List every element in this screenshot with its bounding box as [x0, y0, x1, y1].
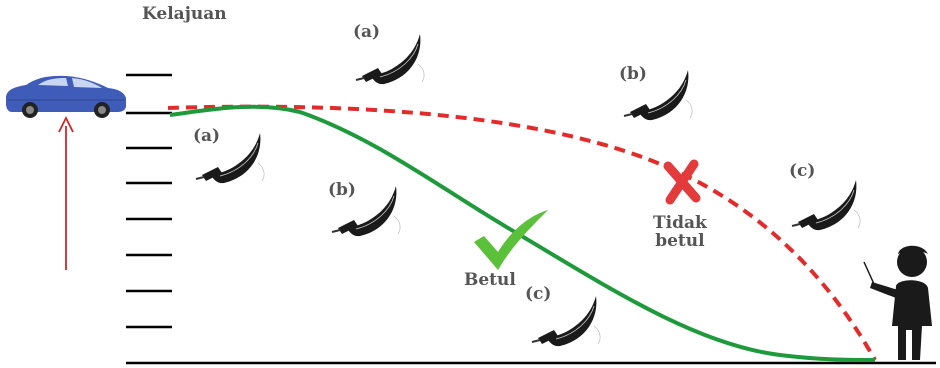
wrong-curve — [167, 104, 877, 361]
wrong-label: Tidak betul — [653, 213, 707, 251]
check-icon — [474, 210, 548, 270]
person-pointing-icon — [863, 245, 932, 360]
correct-label: Betul — [464, 270, 516, 290]
tyre-label-a-bottom: (a) — [193, 126, 221, 146]
tyre-label-c-bottom: (c) — [525, 284, 552, 304]
car-icon — [6, 75, 126, 118]
tyre-label-b-bottom: (b) — [328, 180, 356, 200]
tyre-skid-icon-c-top — [791, 179, 862, 232]
y-axis-label: Kelajuan — [142, 4, 227, 24]
axis-ticks — [126, 73, 172, 329]
cross-icon — [663, 159, 701, 205]
arrow-up-icon — [58, 115, 74, 270]
wrong-label-line2: betul — [655, 230, 705, 251]
tyre-label-b-top: (b) — [619, 64, 647, 84]
tyre-label-a-top: (a) — [353, 22, 381, 42]
wrong-label-line1: Tidak — [653, 213, 707, 233]
tyre-label-c-top: (c) — [789, 161, 816, 181]
